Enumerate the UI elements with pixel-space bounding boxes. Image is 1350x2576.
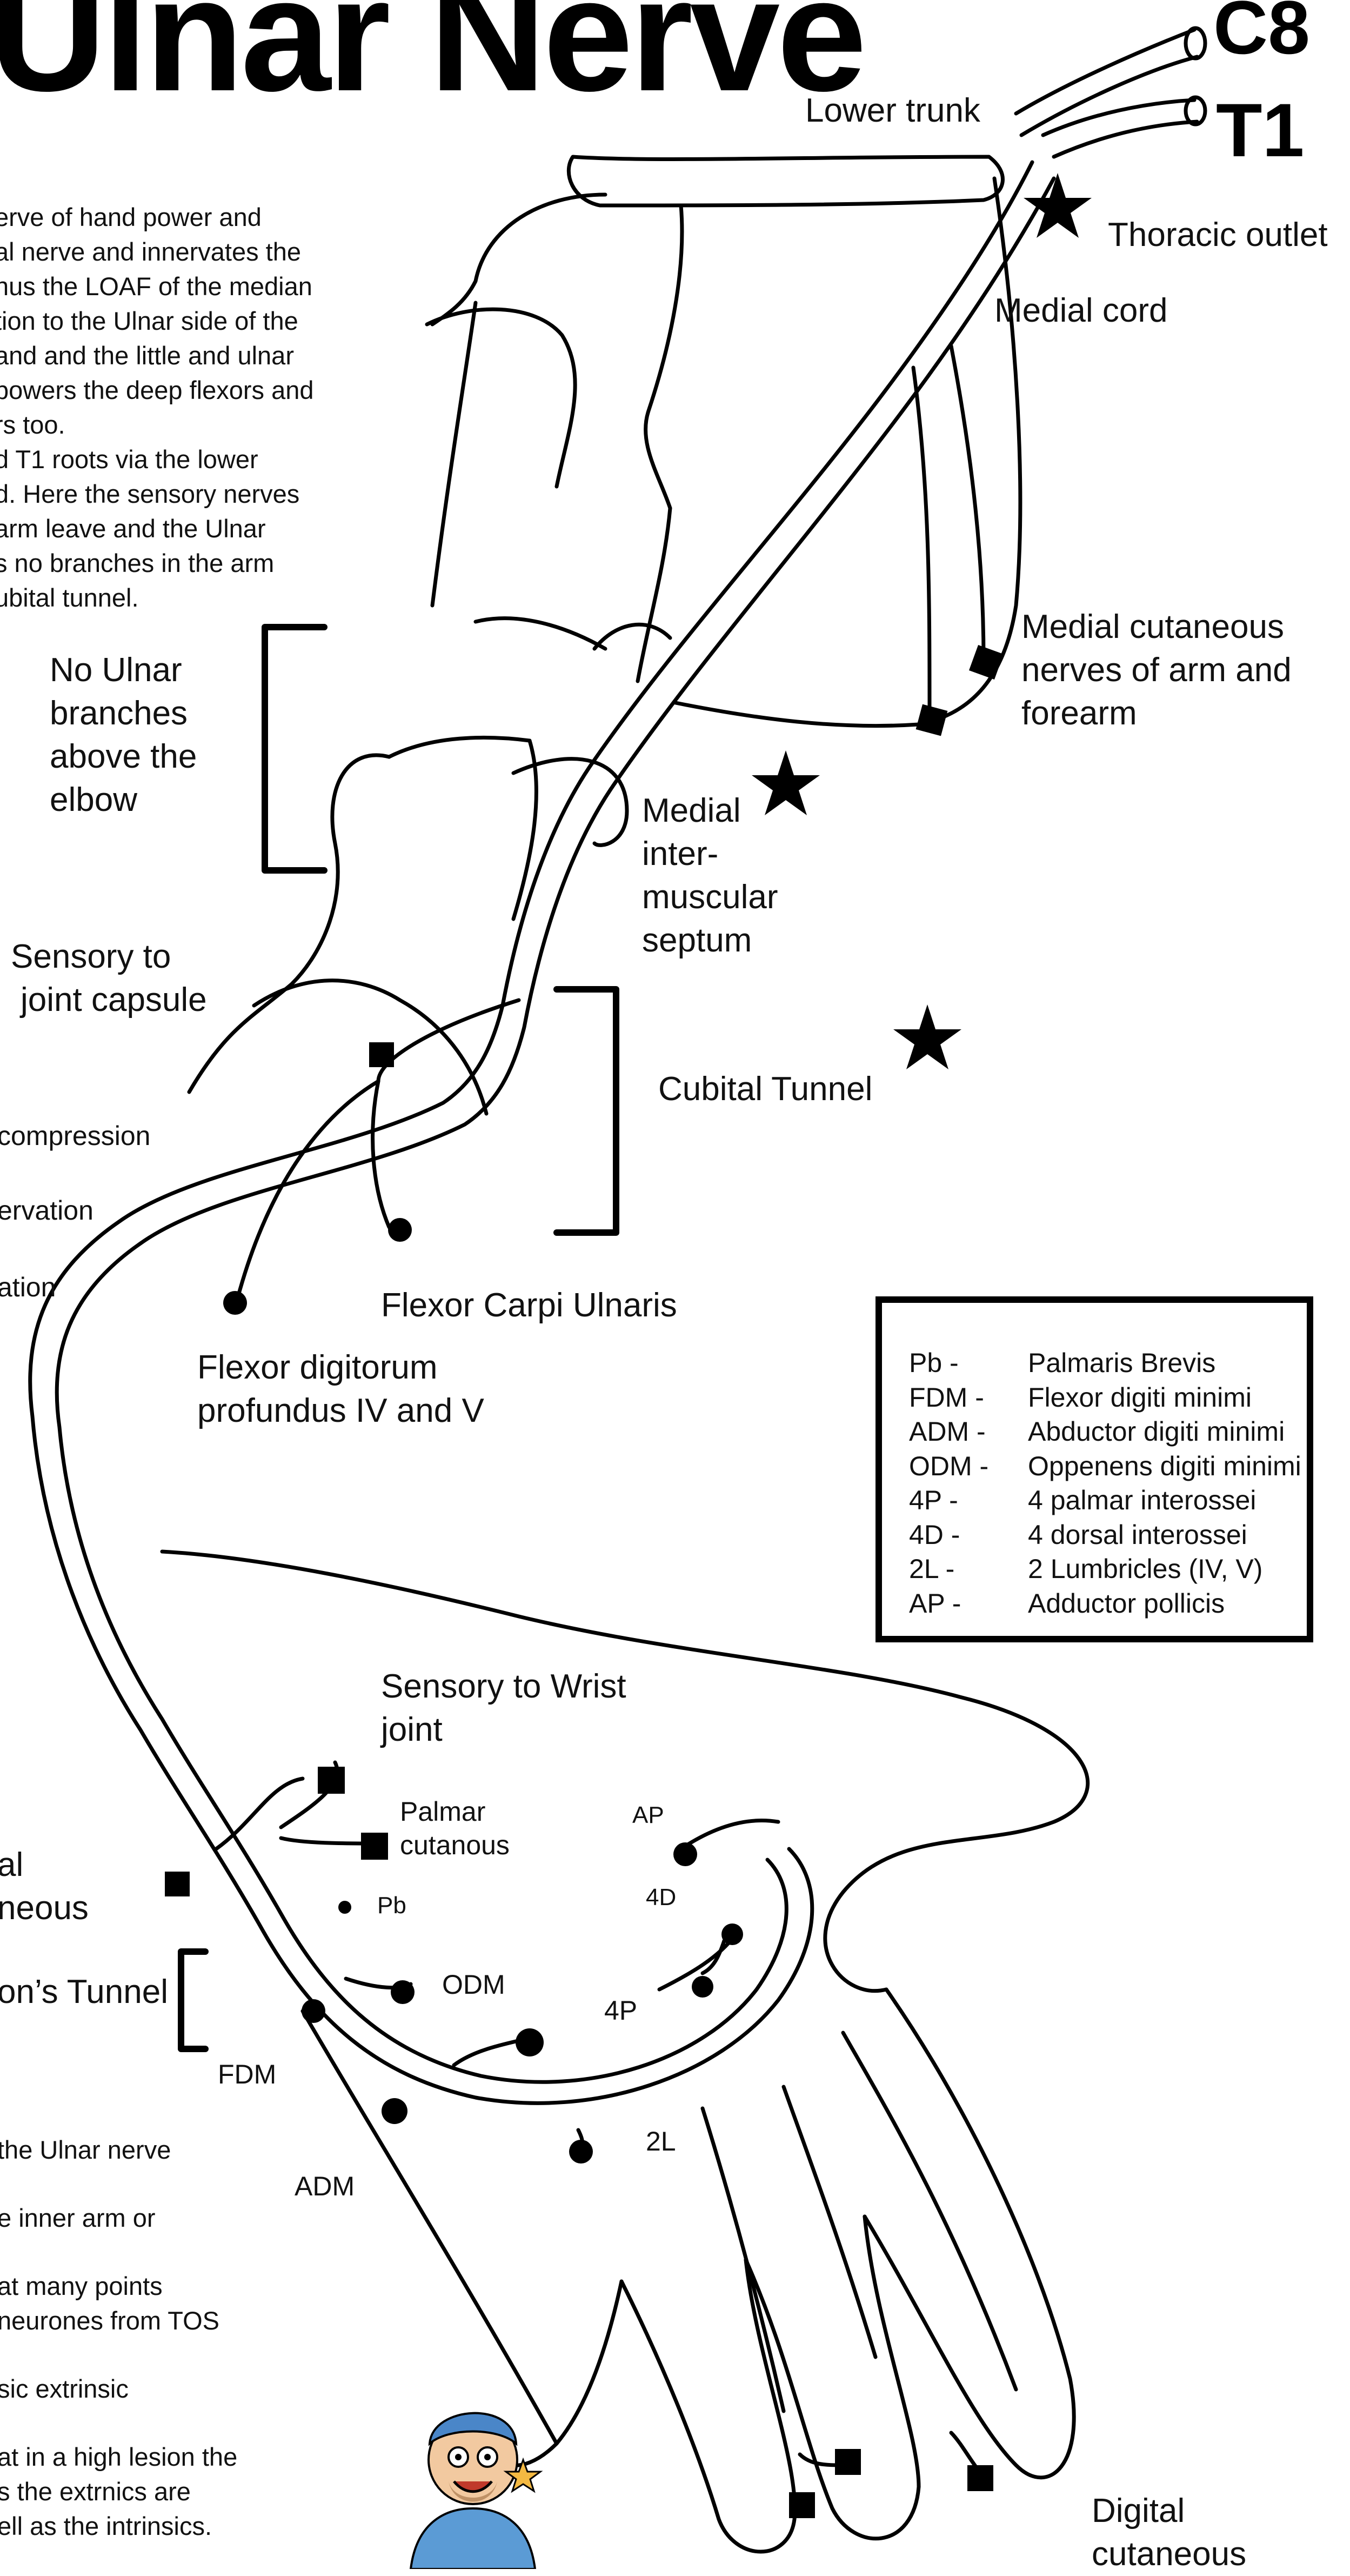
page-title: Ulnar Nerve (0, 0, 864, 128)
note-line: at many points (0, 2269, 237, 2304)
legend-row: 4P -4 palmar interossei (909, 1483, 1307, 1518)
label-innervation: ervation (0, 1194, 93, 1227)
label-4d: 4D (646, 1884, 676, 1911)
bottom-notes: the Ulnar nerve e inner arm or at many p… (0, 2133, 237, 2544)
label-medial-cutaneous: Medial cutaneous nerves of arm and forea… (1021, 605, 1292, 735)
intro-line: powers the deep flexors and (0, 373, 313, 408)
label-medial-cord: Medial cord (994, 289, 1167, 332)
intro-line: d T1 roots via the lower (0, 442, 313, 477)
intro-line: arm leave and the Ulnar (0, 511, 313, 546)
label-fcu: Flexor Carpi Ulnaris (381, 1284, 677, 1327)
label-odm: ODM (442, 1968, 505, 2001)
note-line: the Ulnar nerve (0, 2133, 237, 2167)
legend-row: AP -Adductor pollicis (909, 1587, 1307, 1621)
label-dorsal-cutaneous: al neous (0, 1843, 89, 1930)
intro-line: rs too. (0, 408, 313, 442)
label-sensory-wrist: Sensory to Wrist joint (381, 1665, 626, 1752)
intro-line: s no branches in the arm (0, 546, 313, 581)
note-line: ell as the intrinsics. (0, 2509, 237, 2544)
note-line: s the extrnics are (0, 2474, 237, 2509)
label-pb: Pb (377, 1892, 406, 1919)
elbow-and-forearm (189, 624, 670, 1114)
intro-line: tion to the Ulnar side of the (0, 304, 313, 338)
humerus (427, 309, 605, 649)
legend-row: FDM -Flexor digiti minimi (909, 1381, 1307, 1415)
label-fdp: Flexor digitorum profundus IV and V (197, 1346, 484, 1433)
label-palmar-cutaneous: Palmar cutanous (400, 1795, 510, 1862)
label-ation: ation (0, 1270, 56, 1304)
note-line: e inner arm or (0, 2201, 237, 2235)
abbreviation-legend: Pb -Palmaris Brevis FDM -Flexor digiti m… (876, 1296, 1313, 1642)
label-medial-septum: Medial inter- muscular septum (642, 789, 778, 962)
label-compression: compression (0, 1119, 150, 1153)
legend-row: ODM -Oppenens digiti minimi (909, 1449, 1307, 1484)
label-guyons-tunnel: on’s Tunnel (0, 1971, 168, 2014)
intro-line: d. Here the sensory nerves (0, 477, 313, 511)
note-line: at in a high lesion the (0, 2440, 237, 2474)
label-thoracic-outlet: Thoracic outlet (1108, 214, 1328, 257)
legend-row: ADM -Abductor digiti minimi (909, 1415, 1307, 1449)
shoulder-bones (432, 157, 1020, 726)
label-ap: AP (632, 1802, 664, 1829)
note-line: neurones from TOS (0, 2304, 237, 2338)
intro-line: ubital tunnel. (0, 581, 313, 615)
label-cubital-tunnel: Cubital Tunnel (658, 1068, 872, 1111)
intro-line: nus the LOAF of the median (0, 269, 313, 304)
label-digital-cutaneous: Digital cutaneous (1092, 2490, 1246, 2576)
root-label-c8: C8 (1213, 0, 1310, 71)
intro-line: al nerve and innervates the (0, 235, 313, 269)
intro-paragraph: erve of hand power and al nerve and inne… (0, 200, 313, 615)
intro-line: and and the little and ulnar (0, 338, 313, 373)
label-adm: ADM (295, 2169, 355, 2203)
label-no-branches: No Ulnar branches above the elbow (50, 649, 197, 822)
doctor-mascot-icon (400, 2379, 546, 2569)
legend-row: Pb -Palmaris Brevis (909, 1346, 1307, 1381)
legend-row: 2L -2 Lumbricles (IV, V) (909, 1552, 1307, 1587)
nerve-roots (1016, 28, 1205, 157)
label-sensory-joint-capsule: Sensory to joint capsule (11, 935, 207, 1022)
intro-line: erve of hand power and (0, 200, 313, 235)
label-4p: 4P (604, 1994, 637, 2027)
label-lower-trunk: Lower trunk (805, 89, 980, 132)
legend-row: 4D -4 dorsal interossei (909, 1518, 1307, 1553)
label-fdm: FDM (218, 2058, 276, 2091)
label-2l: 2L (646, 2125, 676, 2158)
note-line: sic extrinsic (0, 2372, 237, 2406)
root-label-t1: T1 (1216, 86, 1304, 174)
